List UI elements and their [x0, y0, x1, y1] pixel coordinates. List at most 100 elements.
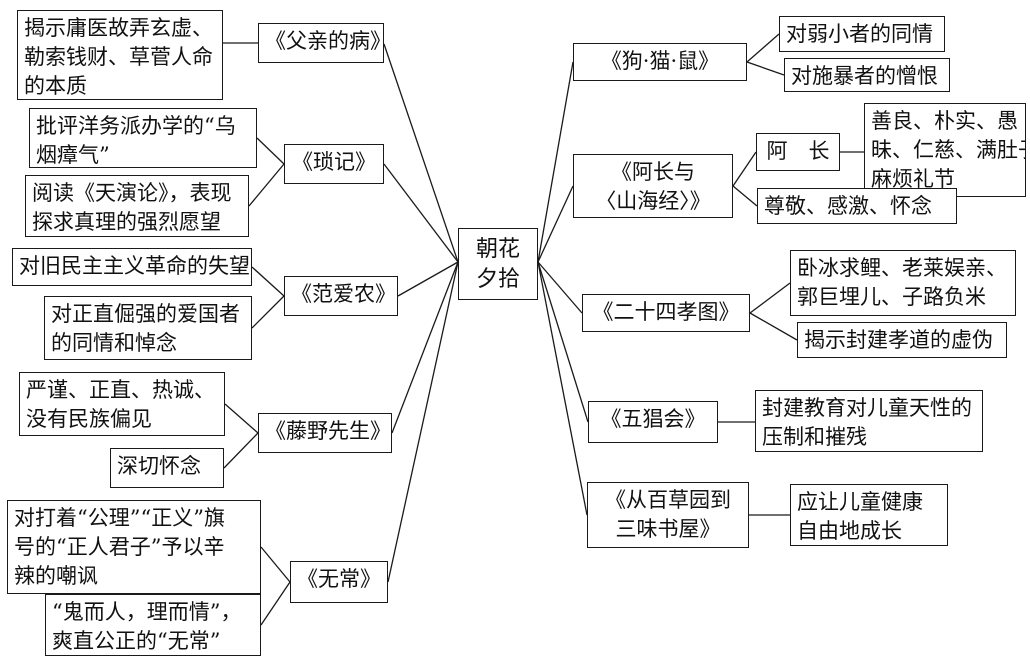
note-line: 卧冰求鲤、老莱娱亲、 — [797, 256, 1007, 280]
connector-line — [391, 261, 459, 434]
note-box: 封建教育对儿童天性的 压制和摧残 — [755, 390, 983, 452]
title-text: 《琐记》 — [292, 150, 376, 174]
title-text: 《五猖会》 — [600, 407, 706, 431]
center-line-1: 朝花 — [475, 237, 520, 262]
note-box: 卧冰求鲤、老莱娱亲、 郭巨埋儿、子路负米 — [790, 250, 1016, 316]
essay-title-fanainong: 《范爱农》 — [284, 276, 398, 316]
note-line: 辣的嘲讽 — [14, 564, 98, 588]
note-box: 对打着“公理”“正义”旗 号的“正人君子”予以辛 辣的嘲讽 — [7, 500, 261, 594]
note-box: 揭示庸医故弄玄虚、 勒索钱财、草菅人命 的本质 — [17, 10, 223, 100]
connector-line — [251, 266, 285, 297]
connector-line — [537, 61, 574, 263]
connector-line — [387, 261, 459, 583]
connector-line — [256, 137, 285, 165]
connector-line — [749, 312, 798, 341]
note-box: 应让儿童健康 自由地成长 — [790, 484, 948, 546]
connector-line — [223, 432, 259, 469]
essay-title-tengye: 《藤野先生》 — [258, 413, 392, 453]
essay-title-wuchanghui: 《五猖会》 — [588, 401, 718, 443]
center-line-2: 夕拾 — [475, 267, 520, 292]
essay-title-fuqin: 《父亲的病》 — [258, 23, 384, 63]
connector-line — [397, 261, 459, 297]
essay-title-suoji: 《琐记》 — [284, 144, 384, 184]
note-line: 揭示庸医故弄玄虚、 — [24, 16, 213, 40]
note-box: 揭示封建孝道的虚伪 — [797, 322, 1007, 358]
title-text: 《二十四孝图》 — [592, 300, 740, 324]
connector-line — [537, 261, 583, 314]
title-text: 《从百草园到 — [605, 488, 731, 512]
connector-line — [383, 163, 459, 263]
note-box: 对正直倔强的爱国者 的同情和悼念 — [44, 296, 252, 360]
note-line: 严谨、正直、热诚、 — [26, 378, 215, 402]
note-line: 对旧民主主义革命的失望 — [19, 254, 250, 278]
connector-line — [732, 151, 757, 187]
note-line: 对正直倔强的爱国者 — [51, 302, 240, 326]
note-line: 应让儿童健康 — [797, 490, 923, 514]
title-text: 三味书屋》 — [615, 517, 721, 541]
connector-line — [749, 282, 791, 314]
title-text: 《父亲的病》 — [265, 29, 384, 53]
note-line: 对打着“公理”“正义”旗 — [14, 506, 225, 530]
essay-title-ershisi-xiaotu: 《二十四孝图》 — [582, 294, 750, 332]
connector-line — [746, 61, 785, 76]
essay-title-a-chang: 《阿长与 〈山海经〉》 — [573, 154, 733, 218]
note-line: 压制和摧残 — [762, 425, 867, 449]
essay-title-baicaoyuan: 《从百草园到 三味书屋》 — [587, 482, 749, 548]
note-box: “鬼而人，理而情”， 爽直公正的“无常” — [45, 594, 261, 656]
note-line: 昧、仁慈、满肚子 — [871, 138, 1026, 162]
connector-line — [537, 261, 589, 423]
connector-line — [537, 261, 588, 516]
note-line: 没有民族偏见 — [26, 407, 152, 431]
note-line: “鬼而人，理而情”， — [52, 600, 242, 624]
title-text: 《狗·猫·鼠》 — [600, 49, 720, 73]
note-box: 严谨、正直、热诚、 没有民族偏见 — [19, 372, 225, 436]
title-text: 《无常》 — [297, 567, 381, 591]
note-line: 探求真理的强烈愿望 — [32, 210, 221, 234]
note-line: 麻烦礼节 — [871, 167, 955, 191]
note-line: 封建教育对儿童天性的 — [762, 396, 972, 420]
connector-line — [732, 185, 758, 207]
note-line: 号的“正人君子”予以辛 — [14, 535, 225, 559]
note-box: 对施暴者的憎恨 — [784, 58, 950, 92]
note-line: 的同情和悼念 — [51, 331, 177, 355]
essay-title-wuchang: 《无常》 — [290, 561, 388, 603]
character-node-a-chang: 阿 长 — [756, 133, 840, 171]
note-line: 勒索钱财、草菅人命 — [24, 45, 213, 69]
note-box: 对旧民主主义革命的失望 — [12, 248, 252, 286]
note-line: 批评洋务派办学的“乌 — [36, 114, 236, 138]
center-node: 朝花 夕拾 — [458, 228, 538, 300]
title-text: 《藤野先生》 — [265, 419, 391, 443]
note-box: 尊敬、感激、怀念 — [757, 188, 957, 224]
note-line: 深切怀念 — [117, 454, 201, 478]
connector-line — [224, 403, 259, 434]
connector-line — [537, 185, 574, 263]
note-box: 深切怀念 — [110, 448, 224, 488]
note-line: 烟瘴气” — [36, 143, 110, 167]
note-line: 尊敬、感激、怀念 — [764, 194, 932, 218]
note-line: 阅读《天演论》，表现 — [32, 181, 232, 205]
note-box: 善良、朴实、愚 昧、仁慈、满肚子 麻烦礼节 — [864, 103, 1026, 197]
note-line: 对施暴者的憎恨 — [791, 64, 938, 88]
note-line: 郭巨埋儿、子路负米 — [797, 285, 986, 309]
note-line: 善良、朴实、愚 — [871, 109, 1018, 133]
character-label: 阿 长 — [766, 139, 830, 163]
connector-line — [260, 546, 291, 583]
connector-line — [248, 163, 285, 207]
note-box: 对弱小者的同情 — [779, 16, 945, 52]
essay-title-gou-mao-shu: 《狗·猫·鼠》 — [573, 43, 747, 81]
title-text: 《阿长与 — [611, 160, 695, 184]
connector-line — [260, 581, 291, 626]
title-text: 《范爱农》 — [291, 282, 396, 306]
connector-line — [251, 295, 285, 329]
title-text: 〈山海经〉》 — [595, 189, 711, 213]
note-box: 阅读《天演论》，表现 探求真理的强烈愿望 — [25, 175, 249, 237]
note-line: 的本质 — [24, 74, 87, 98]
note-line: 对弱小者的同情 — [786, 22, 933, 46]
note-box: 批评洋务派办学的“乌 烟瘴气” — [29, 108, 257, 168]
connector-line — [383, 43, 459, 263]
note-line: 揭示封建孝道的虚伪 — [804, 328, 993, 352]
note-line: 自由地成长 — [797, 519, 902, 543]
note-line: 爽直公正的“无常” — [52, 629, 221, 653]
